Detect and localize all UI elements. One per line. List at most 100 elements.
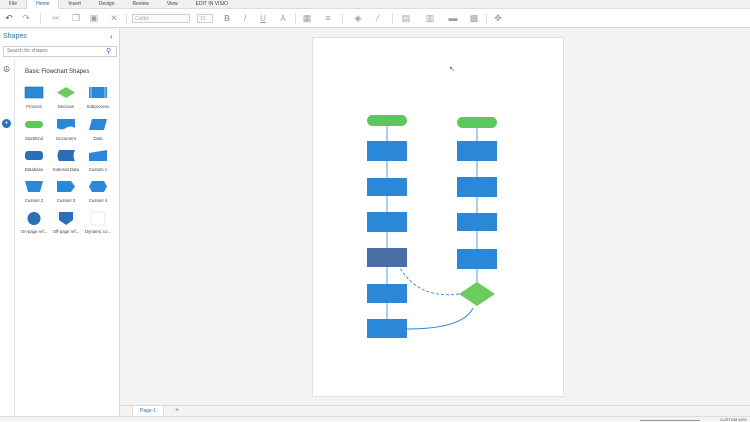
dynamic-connector-icon (90, 211, 106, 226)
shape-off-page-reference[interactable]: Off-page ref... (51, 211, 81, 234)
add-stencil-icon[interactable]: + (2, 119, 11, 128)
delete-icon[interactable]: ✕ (110, 12, 118, 23)
shape-decision[interactable]: Decision (51, 86, 81, 109)
font-color-icon[interactable]: A (280, 13, 286, 23)
on-page-reference-icon (27, 212, 41, 225)
shape-dynamic-connector[interactable]: Dynamic co... (83, 211, 113, 234)
menu-insert[interactable]: Insert (68, 0, 81, 7)
decision-shape[interactable] (459, 282, 495, 306)
font-size-select[interactable]: 12 (197, 14, 213, 23)
flowchart-diagram (367, 115, 497, 338)
document-icon (57, 119, 75, 130)
subprocess-icon (89, 87, 107, 98)
fill-color-icon[interactable]: ◈ (354, 12, 362, 23)
undo-icon[interactable]: ↶ (5, 12, 13, 23)
shape-start-end[interactable]: Start/End (19, 118, 49, 141)
font-name-select[interactable]: Calibri (132, 14, 190, 23)
search-icon[interactable]: ⚲ (106, 48, 112, 55)
process-shape[interactable] (367, 141, 407, 161)
process-shape[interactable] (367, 284, 407, 303)
align-icon[interactable]: ▬ (448, 13, 458, 23)
shape-label: Data (93, 136, 103, 141)
custom-1-icon (89, 150, 107, 161)
shape-label: Subprocess (86, 104, 110, 109)
process-shape[interactable] (457, 141, 497, 161)
bring-forward-icon[interactable]: ▤ (401, 12, 411, 23)
process-shape[interactable] (367, 178, 407, 196)
process-shape[interactable] (457, 249, 497, 269)
position-icon[interactable]: ✥ (494, 12, 502, 23)
shape-external-data[interactable]: External Data (51, 149, 81, 172)
shape-on-page-reference[interactable]: On-page ref... (19, 211, 49, 234)
process-shape[interactable] (367, 319, 407, 338)
start-end-icon (25, 121, 43, 128)
zoom-level[interactable]: CUSTOM 64% (720, 417, 747, 422)
menu-file[interactable]: File (9, 0, 18, 7)
shape-database[interactable]: Database (19, 149, 49, 172)
decision-icon (57, 87, 75, 98)
shape-label: Dynamic co... (84, 229, 112, 234)
shape-label: Custom 3 (56, 198, 76, 203)
shape-label: Off-page ref... (52, 229, 80, 234)
drawing-page[interactable]: ↖ (312, 37, 564, 397)
page-tab-bar: Page-1 + (120, 405, 750, 417)
menu-home[interactable]: Home (26, 0, 60, 9)
menu-review[interactable]: Review (132, 0, 149, 7)
off-page-reference-icon (59, 212, 73, 225)
bold-button[interactable]: B (224, 13, 230, 23)
paste-icon[interactable]: ▣ (89, 12, 99, 23)
menu-design[interactable]: Design (98, 0, 115, 7)
tab-page-1[interactable]: Page-1 (132, 406, 165, 417)
custom-3-icon (57, 181, 75, 192)
selected-process-shape[interactable] (367, 248, 407, 267)
shape-subprocess[interactable]: Subprocess (83, 86, 113, 109)
zoom-slider[interactable] (640, 420, 700, 421)
shape-label: Decision (57, 104, 75, 109)
shape-label: Process (26, 104, 42, 109)
text-box-icon[interactable]: ▦ (302, 12, 312, 23)
copy-icon[interactable]: ❐ (71, 12, 81, 23)
shapes-panel: Shapes ‹ Search for shapes ⚲ ☮ + Basic F… (0, 29, 120, 422)
shape-custom-3[interactable]: Custom 3 (51, 180, 81, 203)
redo-icon[interactable]: ↷ (22, 12, 30, 23)
end-shape[interactable] (457, 117, 497, 128)
add-page-icon[interactable]: + (175, 407, 180, 414)
shape-label: Custom 1 (88, 167, 108, 172)
menu-view[interactable]: View (166, 0, 178, 7)
process-shape[interactable] (367, 212, 407, 232)
custom-2-icon (25, 181, 43, 192)
connector[interactable] (406, 307, 474, 330)
shape-process[interactable]: Process (19, 86, 49, 109)
shape-custom-1[interactable]: Custom 1 (83, 149, 113, 172)
cut-icon[interactable]: ✂ (52, 12, 60, 23)
process-shape[interactable] (457, 177, 497, 197)
process-shape[interactable] (457, 213, 497, 231)
ribbon-toolbar: ↶ ↷ ✂ ❐ ▣ ✕ Calibri 12 B I U A ▦ ≡ ◈ ∕ ▤… (0, 9, 750, 28)
shape-label: Custom 2 (24, 198, 44, 203)
process-icon (24, 86, 44, 99)
shape-label: Document (56, 136, 76, 141)
shape-custom-2[interactable]: Custom 2 (19, 180, 49, 203)
start-shape[interactable] (367, 115, 407, 126)
italic-button[interactable]: I (243, 13, 247, 23)
panel-rail: ☮ + (0, 59, 15, 422)
shape-label: External Data (52, 167, 80, 172)
search-input[interactable]: Search for shapes (3, 46, 117, 57)
shape-document[interactable]: Document (51, 118, 81, 141)
stencil-category-title: Basic Flowchart Shapes (25, 69, 90, 75)
shape-label: On-page ref... (20, 229, 48, 234)
line-color-icon[interactable]: ∕ (377, 13, 379, 23)
database-icon (25, 151, 43, 160)
underline-button[interactable]: U (260, 13, 266, 23)
shape-custom-4[interactable]: Custom 4 (83, 180, 113, 203)
shape-label: Custom 4 (88, 198, 108, 203)
paragraph-icon[interactable]: ≡ (325, 13, 331, 23)
send-backward-icon[interactable]: ▥ (425, 12, 435, 23)
status-bar: CUSTOM 64% (0, 416, 750, 422)
stencil-icon[interactable]: ☮ (3, 65, 11, 74)
custom-4-icon (89, 181, 107, 192)
shape-data[interactable]: Data (83, 118, 113, 141)
menu-edit-in-visio[interactable]: EDIT IN VISIO (195, 0, 229, 7)
group-icon[interactable]: ▩ (469, 12, 479, 23)
collapse-panel-icon[interactable]: ‹ (110, 32, 113, 41)
